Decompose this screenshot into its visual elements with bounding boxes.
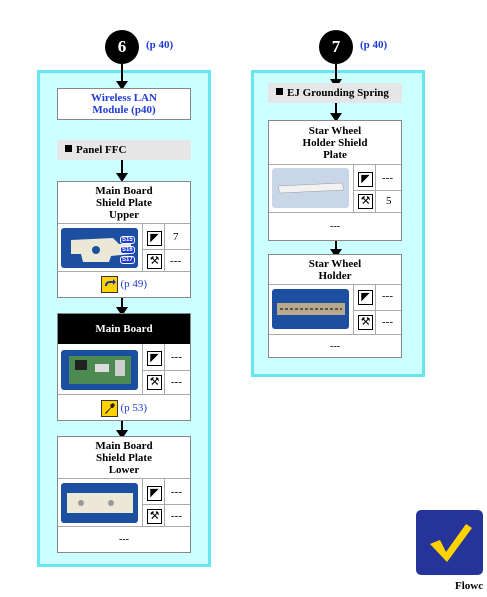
main-board-shield-plate-lower-box: Main Board Shield Plate Lower ◤ --- ⚒ --… — [57, 436, 191, 553]
wireless-lan-box[interactable]: Wireless LAN Module (p40) — [57, 88, 191, 120]
box-title: Star Wheel Holder — [308, 258, 362, 282]
screw-icon: ◤ — [147, 486, 162, 501]
adjustment-wrench-icon — [100, 400, 118, 417]
panel-ffc-label: Panel FFC — [57, 140, 191, 160]
screw-count: --- — [382, 172, 393, 184]
arrow-ffc-to-upper — [116, 160, 128, 182]
main-board-box: Main Board ◤ --- ⚒ --- (p 53) — [57, 313, 191, 421]
screw-count: 7 — [173, 231, 179, 243]
checkmark-logo-icon — [416, 510, 483, 575]
ej-grounding-spring-label: EJ Grounding Spring — [268, 83, 402, 103]
step-6-page-ref[interactable]: (p 40) — [146, 39, 174, 51]
star-wheel-shield-photo — [272, 168, 349, 208]
tool-value: --- — [382, 316, 393, 328]
step-7-page-ref[interactable]: (p 40) — [360, 39, 388, 51]
step-number-6: 6 — [105, 30, 139, 64]
wireless-lan-label: Wireless LAN Module (p40) — [91, 92, 157, 116]
main-board-photo — [61, 350, 138, 390]
reassembly-ref[interactable]: (p 49) — [58, 276, 190, 293]
tool-value: --- — [170, 255, 181, 267]
tag-s17: S17 — [120, 256, 135, 264]
star-wheel-holder-box: Star Wheel Holder ◤ --- ⚒ --- --- — [268, 254, 402, 358]
screw-count: --- — [171, 351, 182, 363]
screw-icon: ◤ — [147, 351, 162, 366]
arrow-upper-to-main — [116, 298, 128, 316]
main-board-title-bar: Main Board — [58, 314, 190, 344]
arrow-7-to-spring — [330, 64, 342, 88]
footer-title-text: Flowc — [455, 580, 484, 592]
arrow-spring-to-shield — [330, 103, 342, 122]
box-title: Star Wheel Holder Shield Plate — [302, 125, 368, 161]
box-title: Main Board Shield Plate Upper — [95, 185, 153, 221]
arrow-main-to-lower — [116, 421, 128, 439]
screwdriver-icon: ⚒ — [358, 315, 373, 330]
screw-icon: ◤ — [358, 172, 373, 187]
box-title: Main Board Shield Plate Lower — [95, 440, 153, 476]
screw-icon: ◤ — [147, 231, 162, 246]
tool-value: 5 — [386, 195, 392, 207]
adjustment-ref[interactable]: (p 53) — [58, 400, 190, 417]
step-number-7: 7 — [319, 30, 353, 64]
screwdriver-icon: ⚒ — [147, 509, 162, 524]
screwdriver-icon: ⚒ — [147, 375, 162, 390]
tool-value: --- — [171, 510, 182, 522]
screwdriver-icon: ⚒ — [147, 254, 162, 269]
arrow-6-to-wireless — [116, 64, 128, 90]
reassembly-arrow-icon — [100, 276, 118, 293]
screw-icon: ◤ — [358, 290, 373, 305]
box-footer: --- — [330, 221, 340, 232]
shield-plate-lower-photo — [61, 483, 138, 523]
arrow-shield-to-holder — [330, 241, 342, 258]
tag-s16: S16 — [120, 246, 135, 254]
box-footer: --- — [330, 341, 340, 352]
tool-value: --- — [171, 376, 182, 388]
screw-count: --- — [382, 290, 393, 302]
screw-count: --- — [171, 486, 182, 498]
star-wheel-holder-shield-plate-box: Star Wheel Holder Shield Plate ◤ --- ⚒ 5… — [268, 120, 402, 241]
box-footer: --- — [119, 534, 129, 545]
shield-plate-upper-photo — [61, 228, 138, 268]
star-wheel-holder-photo — [272, 289, 349, 329]
tag-s15: S15 — [120, 236, 135, 244]
screwdriver-icon: ⚒ — [358, 194, 373, 209]
main-board-shield-plate-upper-box: Main Board Shield Plate Upper S15 S16 S1… — [57, 181, 191, 298]
